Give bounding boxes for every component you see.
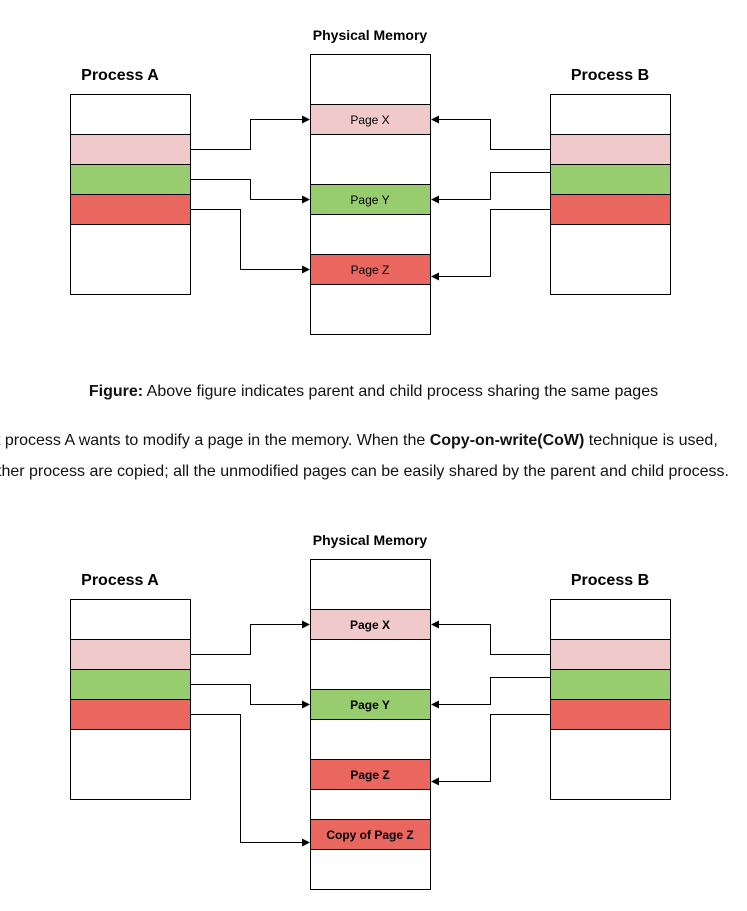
memory-copy-of-page-z [310, 819, 431, 850]
process-b-title-2: Process B [571, 572, 649, 589]
paragraph-line-1-pre: t process A wants to modify a page in th… [0, 432, 430, 449]
process-b-page-z-2 [550, 699, 671, 730]
process-b-page-y-2 [550, 669, 671, 700]
process-a-page-y-2 [70, 669, 191, 700]
arrow-a-to-page-x [190, 115, 310, 150]
arrow-a-to-page-x-2 [190, 620, 310, 655]
arrow-b-to-page-y [431, 172, 551, 204]
physical-memory-title: Physical Memory [313, 27, 428, 43]
process-a-page-y [70, 164, 191, 195]
paragraph-line-2-text: ther process are copied; all the unmodif… [0, 463, 729, 480]
process-a-title: Process A [81, 67, 159, 84]
arrow-b-to-page-x [431, 115, 551, 150]
memory-page-z-label-2: Page Z [350, 768, 389, 782]
arrow-b-to-page-z-2 [431, 714, 551, 786]
memory-page-z-2 [310, 759, 431, 790]
process-a-page-x [70, 134, 191, 165]
memory-page-y-label: Page Y [350, 193, 389, 207]
arrow-b-to-page-x-2 [431, 620, 551, 655]
figure-caption: Figure: Above figure indicates parent an… [0, 383, 747, 401]
arrow-a-to-copy-of-page-z [190, 714, 310, 847]
memory-page-x [310, 104, 431, 135]
cow-term: Copy-on-write(CoW) [429, 432, 585, 449]
diagram-copy-on-write: Physical Memory Process A Process B Page… [70, 532, 671, 890]
memory-page-y-2 [310, 689, 431, 720]
arrow-b-to-page-y-2 [431, 677, 551, 709]
figure-caption-text: Above figure indicates parent and child … [143, 383, 659, 400]
process-a-page-z-2 [70, 699, 191, 730]
process-b-title: Process B [571, 67, 649, 84]
process-a-page-z [70, 194, 191, 225]
process-b-page-z [550, 194, 671, 225]
memory-page-y [310, 184, 431, 215]
arrow-b-to-page-z [431, 209, 551, 281]
memory-page-z [310, 254, 431, 285]
arrow-a-to-page-y [190, 179, 310, 204]
memory-copy-of-page-z-label: Copy of Page Z [326, 828, 413, 842]
memory-page-y-label-2: Page Y [350, 698, 390, 712]
process-a-page-x-2 [70, 639, 191, 670]
arrow-a-to-page-y-2 [190, 684, 310, 709]
paragraph-line-1: t process A wants to modify a page in th… [0, 431, 743, 451]
process-a-title-2: Process A [81, 572, 159, 589]
process-b-page-y [550, 164, 671, 195]
paragraph-line-1-post: technique is used, [584, 432, 718, 449]
memory-page-x-label-2: Page X [350, 618, 390, 632]
paragraph-line-2: ther process are copied; all the unmodif… [0, 462, 744, 482]
memory-page-z-label: Page Z [351, 263, 390, 277]
memory-page-x-label: Page X [350, 113, 389, 127]
figure-caption-label: Figure: [88, 383, 144, 400]
arrow-a-to-page-z [190, 209, 310, 274]
memory-page-x-2 [310, 609, 431, 640]
process-b-page-x [550, 134, 671, 165]
process-b-page-x-2 [550, 639, 671, 670]
diagram-shared-pages: Physical Memory Process A Process B Page… [70, 27, 671, 335]
physical-memory-title-2: Physical Memory [313, 532, 428, 548]
